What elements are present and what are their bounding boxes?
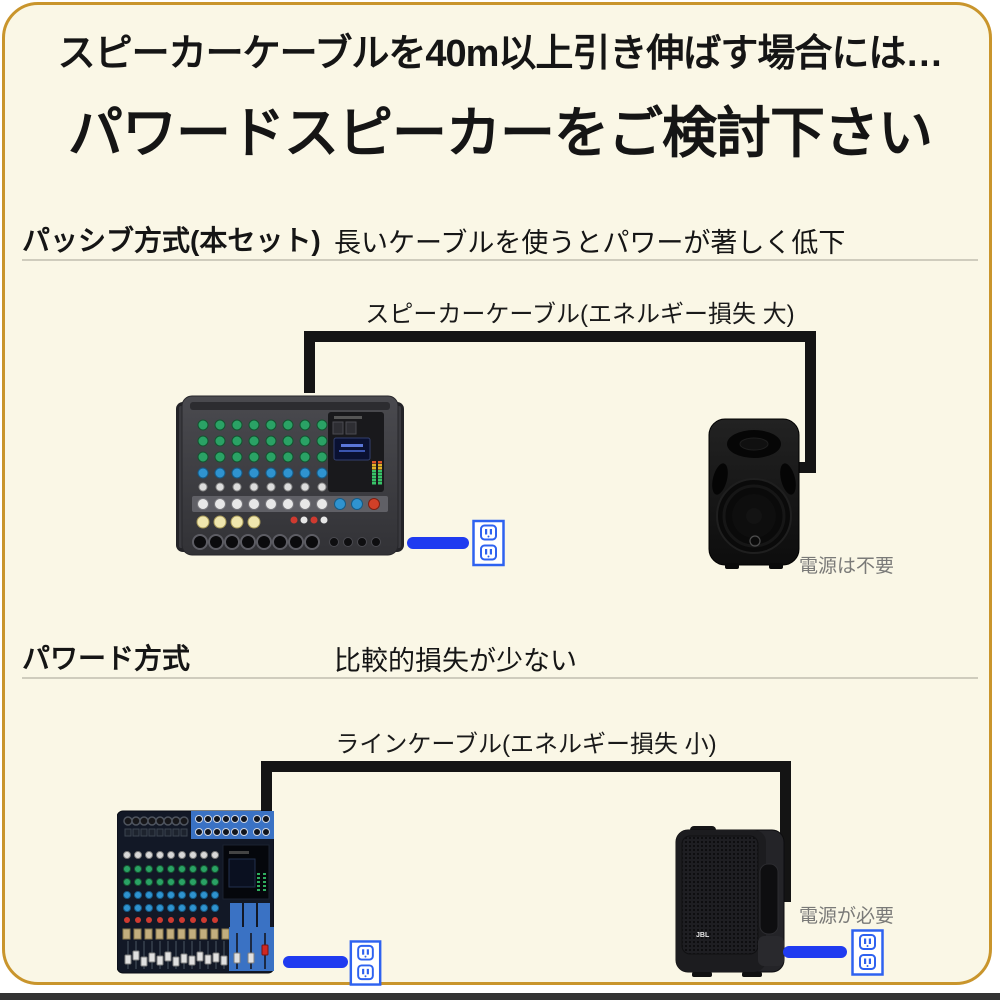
section-passive-description: 長いケーブルを使うとパワーが著しく低下	[334, 228, 846, 258]
power-outlet-icon	[349, 940, 382, 986]
power-note-passive: 電源は不要	[799, 556, 895, 577]
speaker-cable-segment-stub	[796, 462, 816, 473]
line-cable-segment-left	[261, 761, 272, 811]
title-line-2: パワードスピーカーをご検討下さい	[67, 102, 933, 164]
speaker-cable-segment-left	[304, 331, 315, 393]
speaker-cable-segment-right	[805, 331, 816, 473]
line-cable-segment-right	[780, 761, 791, 902]
line-cable-label: ラインケーブル(エネルギー損失 小)	[335, 731, 717, 758]
section-powered-heading: パワード方式	[22, 643, 191, 674]
line-cable-segment-top	[261, 761, 791, 772]
section-divider	[22, 259, 978, 261]
section-passive-heading: パッシブ方式(本セット)	[22, 225, 321, 256]
page-bottom-strip	[0, 993, 1000, 1000]
power-outlet-icon	[851, 929, 884, 976]
power-plug-arrow	[407, 537, 469, 549]
speaker-brand-logo: JBL	[696, 932, 710, 939]
power-note-powered: 電源が必要	[799, 906, 895, 927]
section-powered-description: 比較的損失が少ない	[334, 646, 577, 676]
power-plug-arrow	[783, 946, 847, 958]
section-divider	[22, 677, 978, 679]
powered-mixer-image	[176, 392, 404, 559]
speaker-cable-segment-top	[304, 331, 816, 342]
powered-speaker-image: JBL	[672, 824, 788, 978]
analog-mixer-image	[117, 805, 274, 977]
passive-speaker-image	[707, 417, 801, 571]
speaker-cable-label: スピーカーケーブル(エネルギー損失 大)	[365, 301, 795, 328]
power-plug-arrow	[283, 956, 348, 968]
title-line-1: スピーカーケーブルを40m以上引き伸ばす場合には…	[57, 33, 944, 75]
power-outlet-icon	[472, 519, 505, 567]
